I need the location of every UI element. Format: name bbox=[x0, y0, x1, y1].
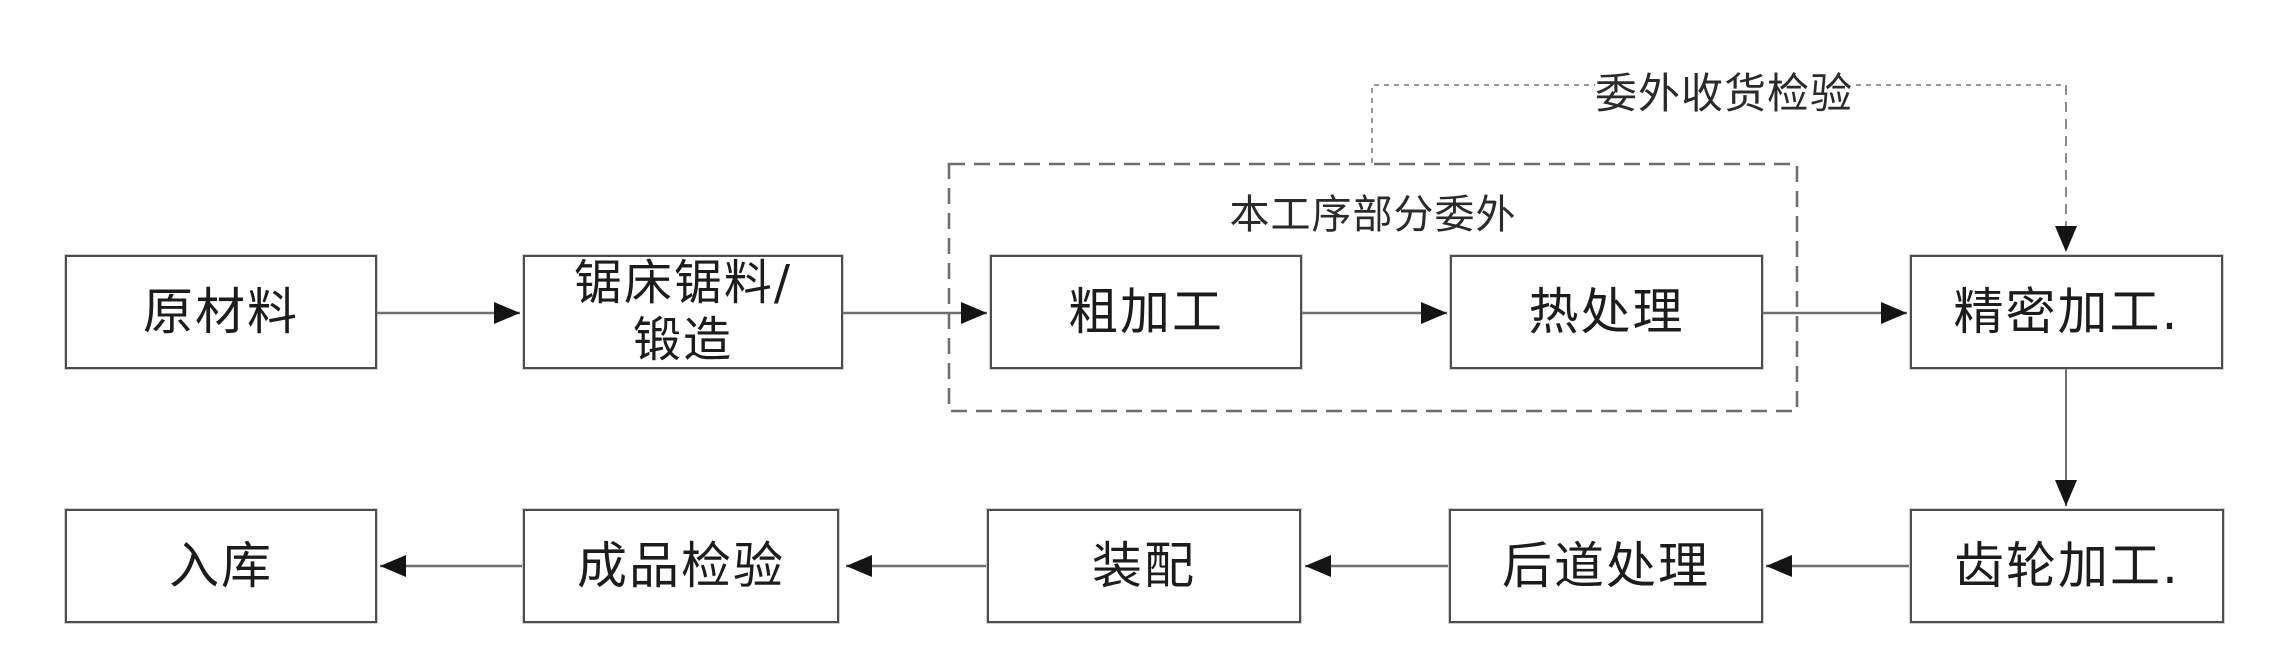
node-label: 后道处理 bbox=[1502, 536, 1710, 595]
node-label: 装配 bbox=[1092, 536, 1196, 595]
node-raw-material: 原材料 bbox=[65, 255, 377, 369]
node-assembly: 装配 bbox=[987, 509, 1301, 623]
node-post-processing: 后道处理 bbox=[1449, 509, 1763, 623]
node-sawing-forging: 锯床锯料/ 锻造 bbox=[523, 255, 843, 369]
node-label: 成品检验 bbox=[577, 536, 785, 595]
node-final-inspection: 成品检验 bbox=[523, 509, 839, 623]
node-label: 热处理 bbox=[1528, 282, 1685, 341]
node-label: 齿轮加工. bbox=[1954, 536, 2180, 595]
node-gear-machining: 齿轮加工. bbox=[1910, 509, 2224, 623]
node-label: 粗加工 bbox=[1068, 282, 1224, 341]
node-label: 精密加工. bbox=[1953, 282, 2180, 341]
node-heat-treatment: 热处理 bbox=[1450, 255, 1763, 369]
outsourced-group-label: 本工序部分委外 bbox=[1229, 192, 1517, 238]
outsourced-inspection-label: 委外收货检验 bbox=[1594, 69, 1853, 118]
node-label: 入库 bbox=[169, 536, 273, 595]
node-rough-machining: 粗加工 bbox=[990, 255, 1302, 369]
node-label: 锯床锯料/ 锻造 bbox=[573, 255, 793, 368]
node-warehousing: 入库 bbox=[65, 509, 377, 623]
node-precision-machining: 精密加工. bbox=[1910, 255, 2223, 369]
node-label: 原材料 bbox=[143, 282, 299, 341]
